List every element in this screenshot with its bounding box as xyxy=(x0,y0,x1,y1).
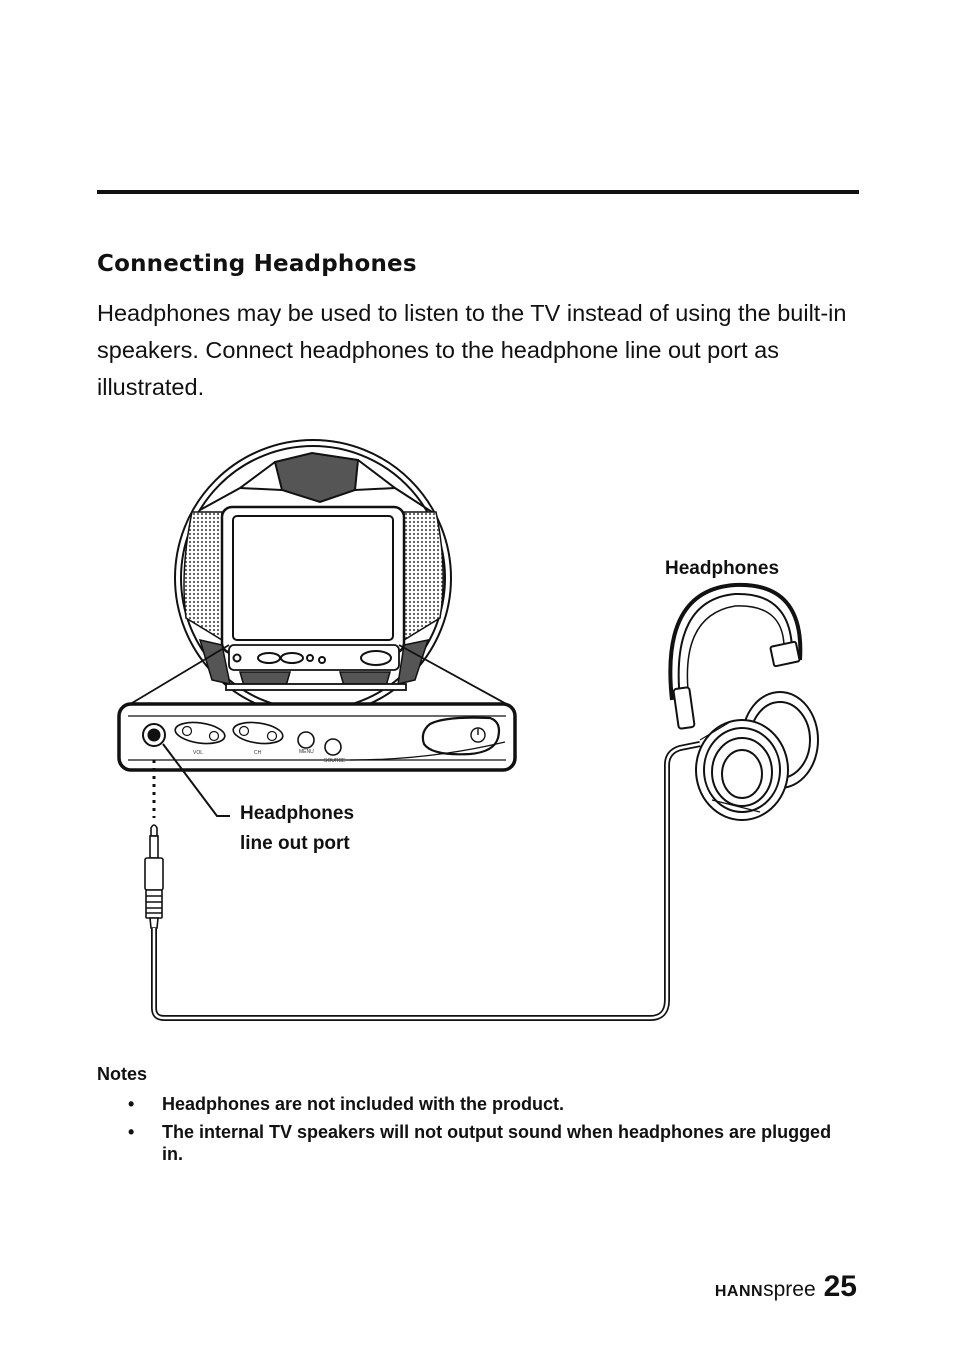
illustration-drawing: VOL CH MENU SOURCE xyxy=(117,439,819,1021)
brand-logo-bold: HANN xyxy=(714,1283,764,1300)
page-footer: HANN spree 25 xyxy=(715,1270,857,1304)
note-item: • The internal TV speakers will not outp… xyxy=(128,1121,848,1165)
ch-label: CH xyxy=(254,750,262,756)
control-panel-closeup xyxy=(117,702,517,817)
notes-list: • Headphones are not included with the p… xyxy=(128,1093,848,1171)
intro-paragraph: Headphones may be used to listen to the … xyxy=(97,300,847,400)
port-label-line1: Headphones xyxy=(240,803,355,824)
header-rule xyxy=(97,190,859,194)
connection-illustration: VOL CH MENU SOURCE xyxy=(0,430,954,1040)
headphones-illustration xyxy=(668,582,819,821)
bullet: • xyxy=(128,1094,135,1114)
page-number: 25 xyxy=(823,1270,857,1303)
note-text: Headphones are not included with the pro… xyxy=(162,1094,565,1114)
headphones-label: Headphones xyxy=(665,558,780,579)
vol-label: VOL xyxy=(193,750,203,756)
brand-logo-light: spree xyxy=(763,1278,816,1301)
panel-tiny-labels: VOL CH MENU SOURCE xyxy=(193,749,346,764)
menu-label: MENU xyxy=(299,749,314,755)
source-label: SOURCE xyxy=(324,758,346,764)
notes-title: Notes xyxy=(97,1064,148,1084)
bullet: • xyxy=(128,1122,135,1142)
tv-illustration xyxy=(126,439,511,717)
port-label-line2: line out port xyxy=(240,833,350,854)
section-title: Connecting Headphones xyxy=(97,251,417,277)
headphone-plug xyxy=(144,824,164,929)
headphone-cable xyxy=(151,741,701,1021)
note-text: The internal TV speakers will not output… xyxy=(162,1122,832,1164)
note-item: • Headphones are not included with the p… xyxy=(128,1093,848,1115)
